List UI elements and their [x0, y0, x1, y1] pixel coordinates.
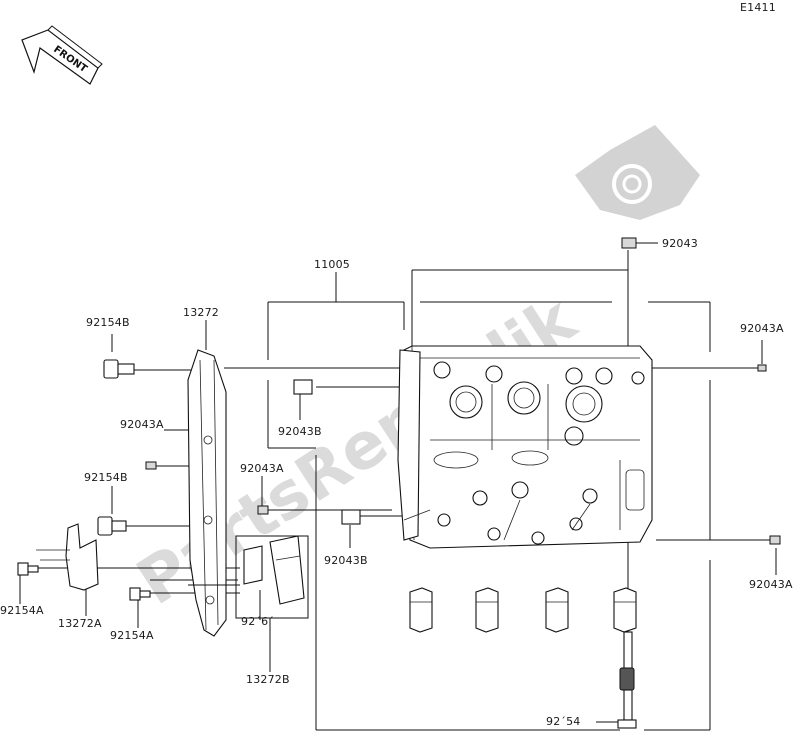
leader-lines — [19, 242, 777, 731]
bolt-92154b-middle — [97, 516, 127, 536]
dowel-92043a-left — [145, 461, 157, 470]
label-92043b-lower[interactable]: 92043B — [324, 554, 368, 567]
dowel-92043-top — [621, 237, 637, 249]
label-13272[interactable]: 13272 — [183, 306, 219, 319]
seal-13272b — [243, 535, 305, 605]
label-92043a-right-top[interactable]: 92043A — [740, 322, 784, 335]
label-92154a-left[interactable]: 92154A — [0, 604, 44, 617]
dowel-92043a-right-top — [757, 364, 767, 372]
bolt-92154b-top — [103, 359, 135, 379]
label-92043a-right-bottom[interactable]: 92043A — [749, 578, 793, 591]
bracket-13272a — [36, 523, 99, 591]
dowel-92043a-right-bottom — [769, 535, 781, 545]
label-92043-top[interactable]: 92043 — [662, 237, 698, 250]
label-92043b-upper[interactable]: 92043B — [278, 425, 322, 438]
label-92043a-left[interactable]: 92043A — [120, 418, 164, 431]
dowel-92043a-mid — [257, 505, 269, 515]
bolt-92154a-left — [17, 562, 39, 576]
watermark-gear-icon — [575, 125, 700, 220]
label-92154[interactable]: 92´54 — [546, 715, 581, 728]
front-arrow-icon — [21, 25, 103, 85]
diagram-code: E1411 — [740, 1, 776, 14]
dowel-92043b-lower — [341, 509, 361, 525]
crankcase-cover-13272 — [187, 349, 240, 637]
label-13272b[interactable]: 13272B — [246, 673, 290, 686]
label-92154b-middle[interactable]: 92154B — [84, 471, 128, 484]
long-bolt-92154 — [617, 631, 637, 729]
dowel-92043b-upper — [293, 379, 313, 395]
bolt-92154a-bottom — [129, 587, 151, 601]
label-92043a-mid[interactable]: 92043A — [240, 462, 284, 475]
label-92154b-top[interactable]: 92154B — [86, 316, 130, 329]
label-92154a-bottom[interactable]: 92154A — [110, 629, 154, 642]
bearing-caps — [409, 587, 637, 633]
label-11005[interactable]: 11005 — [314, 258, 350, 271]
label-13272a[interactable]: 13272A — [58, 617, 102, 630]
crankcase-block-11005 — [397, 345, 653, 549]
label-92161[interactable]: 92´6´ — [241, 615, 274, 628]
